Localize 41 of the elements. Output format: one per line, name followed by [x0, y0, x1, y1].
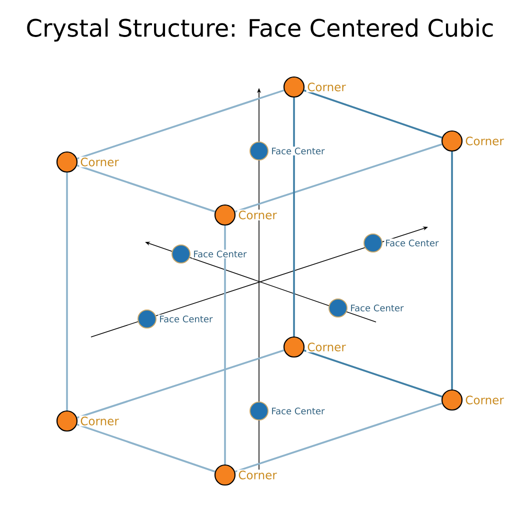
cube-edge	[451, 152, 453, 390]
face-center-dot	[328, 298, 348, 318]
corner-label: Corner	[237, 470, 278, 480]
corner-label: Corner	[79, 416, 120, 426]
corner-label: Corner	[79, 156, 120, 168]
face-center-dot	[172, 244, 190, 264]
corner-label: Corner	[464, 136, 505, 146]
title: Crystal Structure: Face Centered Cubic	[27, 18, 493, 42]
corner-dot	[283, 76, 305, 98]
face-center-label: Face Center	[192, 250, 248, 258]
cube-edge	[304, 90, 442, 138]
face-center-dot	[138, 310, 156, 328]
corner-dot	[441, 130, 463, 152]
face-center-label: Face Center	[158, 314, 214, 324]
cube-edge	[76, 89, 284, 160]
cube-edge	[76, 164, 216, 212]
cube-edge	[224, 226, 226, 464]
face-center-dot	[364, 234, 382, 252]
face-center-label: Face Center	[270, 406, 326, 416]
corner-label: Corner	[464, 394, 505, 406]
corner-dot	[441, 389, 463, 411]
cube-edge	[76, 424, 216, 472]
corner-dot	[214, 204, 236, 226]
cube-edge	[293, 98, 295, 336]
cube-edge	[66, 172, 68, 410]
corner-label: Corner	[237, 210, 278, 220]
corner-dot	[56, 410, 78, 432]
corner-label: Corner	[306, 82, 347, 92]
corner-dot	[283, 336, 305, 358]
cube-edge	[76, 349, 284, 419]
corner-dot	[214, 464, 236, 486]
cube-edge	[234, 143, 442, 213]
face-center-label: Face Center	[384, 238, 440, 248]
face-center-dot	[250, 402, 268, 420]
cube-edge	[234, 402, 442, 473]
face-center-label: Face Center	[270, 146, 326, 156]
face-center-label: Face Center	[349, 304, 405, 312]
face-center-dot	[250, 142, 268, 160]
corner-label: Corner	[306, 342, 347, 352]
corner-dot	[56, 151, 78, 173]
cube-edge	[304, 350, 442, 398]
